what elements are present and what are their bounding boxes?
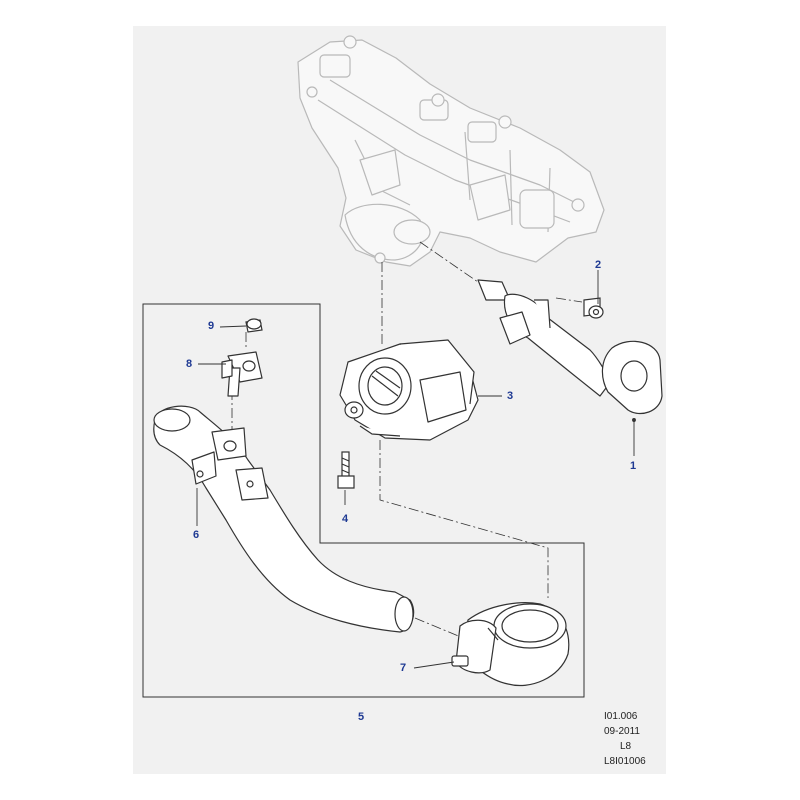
callout-4: 4 [342, 513, 349, 525]
callout-6: 6 [193, 529, 200, 541]
callout-8: 8 [186, 358, 193, 370]
reference-model: L8 [620, 741, 632, 752]
leader-lines [196, 270, 636, 669]
callout-3: 3 [507, 390, 514, 402]
elbow-hose-part [451, 602, 570, 686]
reference-image-id: L8I01006 [604, 756, 646, 767]
intake-manifold-ghost [297, 35, 605, 267]
intake-duct-part [153, 405, 415, 633]
callout-1: 1 [630, 460, 637, 472]
egr-pipe-part [477, 279, 663, 415]
throttle-body-part [339, 339, 479, 441]
long-bolt-part-4 [337, 451, 355, 489]
sensor-part-8 [221, 351, 263, 397]
bolt-part-2 [583, 297, 604, 319]
reference-date: 09-2011 [604, 726, 640, 737]
reference-code: I01.006 [604, 711, 638, 722]
screw-part-9 [245, 318, 263, 333]
alignment-lines [231, 241, 583, 641]
callout-7: 7 [400, 662, 407, 674]
callout-2: 2 [595, 259, 602, 271]
assembly-group-outline [142, 303, 585, 698]
callout-9: 9 [208, 320, 215, 332]
callout-5: 5 [358, 711, 365, 723]
